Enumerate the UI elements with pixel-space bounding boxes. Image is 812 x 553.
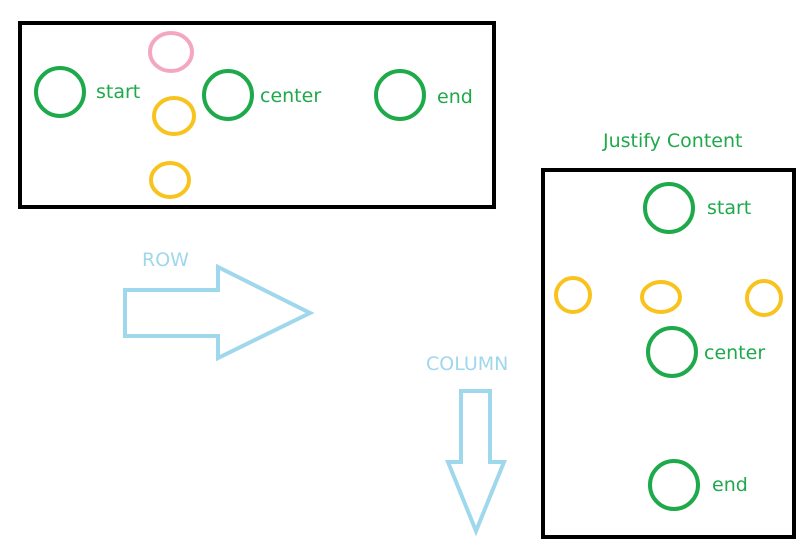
row-cross-bottom-circle (149, 161, 191, 199)
column-end-circle (648, 459, 700, 511)
column-container: start center end (541, 168, 796, 539)
row-end-label: end (437, 86, 473, 108)
arrow-right-icon (123, 263, 315, 362)
row-center-circle (202, 69, 254, 121)
column-container-frame (541, 168, 796, 539)
justify-content-title: Justify Content (602, 130, 742, 152)
row-arrow: ROW (123, 249, 315, 362)
column-center-label: center (704, 342, 765, 364)
column-cross-left-circle (554, 276, 592, 314)
column-arrow-label: COLUMN (426, 353, 508, 375)
row-cross-middle-circle (152, 96, 196, 136)
column-end-label: end (712, 474, 748, 496)
row-center-label: center (260, 85, 321, 107)
row-cross-top-circle (148, 31, 194, 73)
column-arrow: COLUMN (426, 353, 508, 537)
row-arrow-label: ROW (142, 249, 189, 271)
row-end-circle (374, 69, 426, 121)
column-cross-right-circle (745, 279, 783, 317)
arrow-down-icon (445, 389, 507, 537)
row-start-circle (34, 66, 86, 118)
column-center-circle (646, 326, 698, 378)
row-container-frame (18, 21, 496, 209)
column-start-circle (643, 182, 695, 234)
column-start-label: start (707, 197, 751, 219)
column-cross-middle-circle (640, 280, 682, 314)
row-container: start center end (18, 21, 496, 209)
row-start-label: start (96, 81, 140, 103)
